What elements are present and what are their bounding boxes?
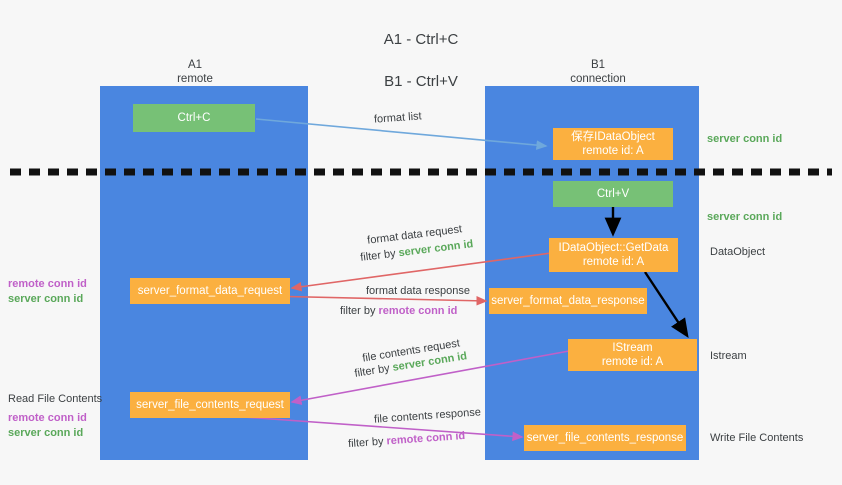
column-header-b1: B1 connection xyxy=(525,58,671,86)
annotation-dataobject: DataObject xyxy=(710,246,766,258)
edge-label-format-data-response-filter: filter by remote conn id xyxy=(340,305,458,317)
node-istream-line1: IStream xyxy=(612,342,653,354)
edge-label-format-data-response: format data response xyxy=(366,285,470,297)
annotation-server-conn-id-mid: server conn id xyxy=(707,211,783,223)
node-save-idataobject-line2: remote id: A xyxy=(582,145,644,157)
annotation-read-file-contents-group: Read File Contents xyxy=(8,392,102,407)
node-save-idataobject[interactable]: 保存IDataObject remote id: A xyxy=(553,128,673,160)
node-istream-line2: remote id: A xyxy=(601,356,664,368)
node-server-file-contents-request-label: server_file_contents_request xyxy=(136,399,284,411)
diagram-title: A1 - Ctrl+C B1 - Ctrl+V xyxy=(0,8,842,113)
node-ctrl-v[interactable]: Ctrl+V xyxy=(553,181,673,207)
edge-label-file-contents-response-filter: filter by remote conn id xyxy=(347,429,466,451)
annotation-read-file-contents: Read File Contents xyxy=(8,393,103,405)
edge-label-format-list: format list xyxy=(373,110,423,126)
node-save-idataobject-line1: 保存IDataObject xyxy=(571,131,655,143)
column-header-b1-role: connection xyxy=(570,73,626,85)
node-getdata-line2: remote id: A xyxy=(582,256,645,268)
node-server-format-data-request-label: server_format_data_request xyxy=(137,285,283,297)
node-getdata-line1: IDataObject::GetData xyxy=(558,242,669,254)
node-server-format-data-response-label: server_format_data_response xyxy=(491,295,645,307)
node-server-file-contents-response[interactable]: server_file_contents_response xyxy=(524,425,686,451)
node-server-file-contents-request[interactable]: server_file_contents_request xyxy=(130,392,290,418)
title-line-1: A1 - Ctrl+C xyxy=(383,31,459,48)
column-header-a1-role: remote xyxy=(177,73,213,85)
column-header-a1: A1 remote xyxy=(122,58,268,86)
annotation-conn-ids-file: remote conn id server conn id xyxy=(8,411,87,441)
edge-label-file-contents-response: file contents response xyxy=(373,406,482,426)
annotation-remote-conn-id-1: remote conn id xyxy=(8,278,87,290)
node-ctrl-c[interactable]: Ctrl+C xyxy=(133,104,255,132)
annotation-server-conn-id-top: server conn id xyxy=(707,133,783,145)
column-header-b1-name: B1 xyxy=(590,59,606,71)
node-ctrl-v-label: Ctrl+V xyxy=(596,188,630,200)
node-server-file-contents-response-label: server_file_contents_response xyxy=(526,432,684,444)
annotation-istream: Istream xyxy=(710,350,747,362)
column-header-a1-name: A1 xyxy=(187,59,203,71)
node-ctrl-c-label: Ctrl+C xyxy=(177,112,211,124)
node-getdata[interactable]: IDataObject::GetData remote id: A xyxy=(549,238,678,272)
annotation-remote-conn-id-2: remote conn id xyxy=(8,412,87,424)
node-server-format-data-response[interactable]: server_format_data_response xyxy=(489,288,647,314)
node-istream[interactable]: IStream remote id: A xyxy=(568,339,697,371)
node-server-format-data-request[interactable]: server_format_data_request xyxy=(130,278,290,304)
annotation-server-conn-id-2: server conn id xyxy=(8,427,84,439)
annotation-write-file-contents: Write File Contents xyxy=(710,432,804,444)
annotation-conn-ids-format: remote conn id server conn id xyxy=(8,277,87,307)
filter-id-remote-conn-id-2: remote conn id xyxy=(386,429,466,448)
filter-id-remote-conn-id-1: remote conn id xyxy=(378,305,458,317)
title-line-2: B1 - Ctrl+V xyxy=(384,73,458,90)
annotation-server-conn-id-1: server conn id xyxy=(8,293,84,305)
